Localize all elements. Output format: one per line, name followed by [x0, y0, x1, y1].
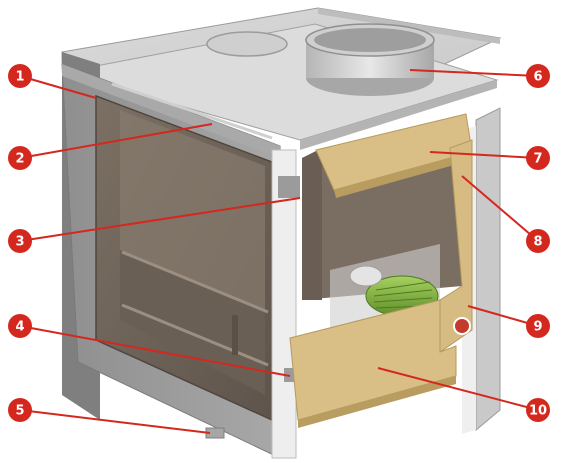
control-knob: [453, 317, 471, 335]
blower-motor: [349, 265, 383, 287]
callout-4: 4: [8, 314, 32, 338]
callout-circle-10: [526, 398, 550, 422]
leader-line-2: [19, 123, 213, 159]
leader-line-6: [409, 69, 539, 77]
callout-circle-1: [8, 64, 32, 88]
callout-circle-4: [8, 314, 32, 338]
callout-number-4: 4: [15, 320, 24, 335]
callout-circle-7: [526, 146, 550, 170]
leader-line-4: [19, 325, 291, 377]
door-handle: [232, 315, 238, 355]
callout-5: 5: [8, 398, 32, 422]
callout-6: 6: [526, 64, 550, 88]
upper-clip: [278, 176, 300, 198]
deflector-rail: [111, 82, 273, 140]
leader-lines: [19, 69, 539, 434]
callout-number-8: 8: [533, 235, 542, 250]
ash-lip: [121, 303, 269, 367]
callout-1: 1: [8, 64, 32, 88]
callout-9: 9: [526, 314, 550, 338]
leader-line-8: [461, 175, 539, 242]
callout-circle-6: [526, 64, 550, 88]
callout-3: 3: [8, 229, 32, 253]
leader-line-1: [19, 75, 97, 99]
floor-insulation-front: [298, 376, 456, 428]
callout-number-2: 2: [15, 152, 24, 167]
callout-number-7: 7: [533, 152, 542, 167]
leader-line-5: [19, 409, 211, 434]
callout-7: 7: [526, 146, 550, 170]
leader-line-9: [467, 305, 539, 327]
grate-bar: [121, 250, 269, 314]
inner-floor: [120, 250, 265, 395]
callout-circle-8: [526, 229, 550, 253]
leader-line-3: [19, 197, 301, 242]
callout-number-5: 5: [15, 404, 24, 419]
top-plate-rear-rim: [318, 8, 500, 44]
secondary-outlet: [206, 31, 288, 57]
interior-side-wall: [302, 148, 322, 300]
callout-number-6: 6: [533, 70, 542, 85]
leader-line-10: [377, 367, 539, 411]
callout-circle-9: [526, 314, 550, 338]
callout-number-3: 3: [15, 235, 24, 250]
callout-circle-3: [8, 229, 32, 253]
baffle-plate-front: [334, 152, 472, 198]
callout-number-1: 1: [15, 70, 24, 85]
callout-2: 2: [8, 146, 32, 170]
flue-collar: [305, 23, 435, 96]
inner-back-wall: [120, 110, 265, 310]
callout-number-10: 10: [529, 404, 547, 419]
callout-circle-2: [8, 146, 32, 170]
callout-circle-5: [8, 398, 32, 422]
frame-top-trim: [62, 64, 280, 158]
upper-cover-plate-edge: [300, 80, 497, 150]
callout-10: 10: [526, 398, 550, 422]
callout-number-9: 9: [533, 320, 542, 335]
leader-line-7: [429, 151, 539, 159]
callout-markers: 1 2 3 4 5 6 7 8 9 10: [8, 64, 550, 422]
callout-8: 8: [526, 229, 550, 253]
